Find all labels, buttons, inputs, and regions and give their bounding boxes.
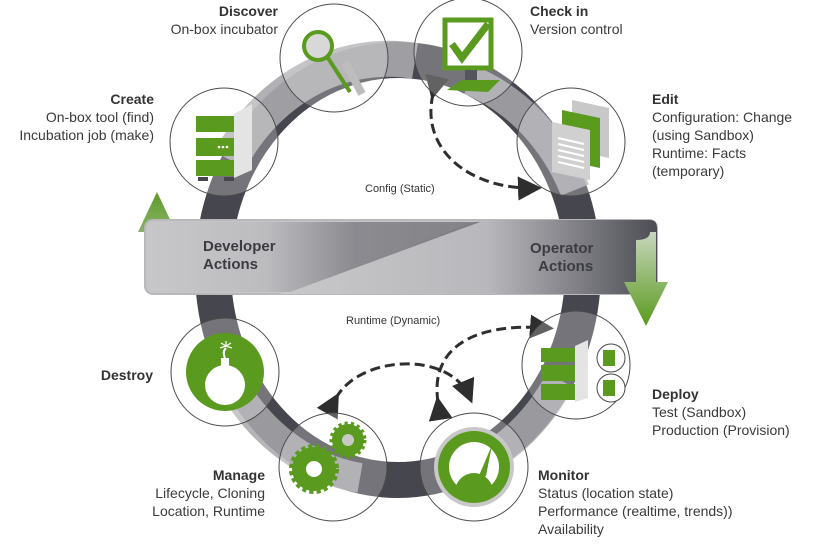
stage-deploy-node[interactable] — [521, 310, 631, 420]
stage-edit-node[interactable] — [516, 87, 626, 197]
server-stack-icon — [196, 104, 252, 181]
config-static-label: Config (Static) — [365, 183, 435, 195]
runtime-dynamic-label: Runtime (Dynamic) — [346, 315, 441, 327]
discover-title: Discover — [218, 3, 278, 19]
discover-line: On-box incubator — [170, 21, 278, 37]
label-edit: Edit Configuration: Change (using Sandbo… — [652, 90, 792, 180]
actions-band — [138, 192, 668, 326]
label-create: Create On-box tool (find) Incubation job… — [19, 90, 154, 144]
documents-icon — [552, 100, 609, 180]
check-in-title: Check in — [530, 3, 589, 19]
manage-line: Location, Runtime — [152, 503, 265, 519]
monitor-check-icon — [442, 17, 500, 92]
monitor-line: Availability — [538, 521, 604, 537]
operator-actions-label: Operator Actions — [530, 240, 593, 276]
server-deploy-icon — [541, 340, 626, 403]
edit-line: (using Sandbox) — [652, 127, 754, 143]
stage-check-in-node[interactable] — [413, 0, 523, 107]
runtime-connectors — [316, 314, 554, 422]
destroy-title: Destroy — [100, 367, 153, 383]
stage-monitor-node[interactable] — [419, 412, 529, 522]
monitor-line: Performance (realtime, trends)) — [538, 503, 733, 519]
deploy-line: Production (Provision) — [652, 422, 790, 438]
gears-icon — [289, 421, 367, 494]
label-discover: Discover On-box incubator — [171, 2, 278, 38]
developer-actions-label: Developer Actions — [203, 238, 276, 274]
label-manage: Manage Lifecycle, Cloning Location, Runt… — [152, 466, 265, 520]
manage-line: Lifecycle, Cloning — [155, 485, 265, 501]
check-in-line: Version control — [530, 21, 623, 37]
edit-line: (temporary) — [652, 163, 725, 179]
monitor-line: Status (location state) — [538, 485, 674, 501]
operator-label-line2: Actions — [538, 258, 594, 275]
label-destroy: Destroy — [101, 366, 153, 384]
create-title: Create — [110, 91, 154, 107]
operator-label-line1: Operator — [530, 240, 594, 257]
label-check-in: Check in Version control — [530, 2, 623, 38]
gauge-icon — [434, 427, 514, 507]
stage-discover-node[interactable] — [279, 3, 389, 113]
edit-line: Configuration: Change — [652, 109, 793, 125]
stage-manage-node[interactable] — [278, 412, 388, 522]
magnifier-icon — [302, 30, 366, 96]
manage-title: Manage — [212, 467, 265, 483]
edit-line: Runtime: Facts — [652, 145, 747, 161]
label-monitor: Monitor Status (location state) Performa… — [538, 466, 733, 538]
developer-label-line1: Developer — [203, 238, 276, 255]
edit-title: Edit — [652, 91, 679, 107]
label-deploy: Deploy Test (Sandbox) Production (Provis… — [652, 385, 790, 439]
bomb-icon — [186, 333, 264, 411]
stage-destroy-node[interactable] — [170, 317, 280, 427]
deploy-line: Test (Sandbox) — [652, 404, 747, 420]
deploy-title: Deploy — [652, 386, 699, 402]
developer-label-line2: Actions — [203, 256, 259, 273]
create-line: Incubation job (make) — [19, 127, 154, 143]
monitor-title: Monitor — [538, 467, 590, 483]
operator-down-arrow — [624, 232, 668, 326]
config-connector — [425, 73, 542, 201]
create-line: On-box tool (find) — [45, 109, 154, 125]
stage-create-node[interactable] — [169, 87, 279, 197]
